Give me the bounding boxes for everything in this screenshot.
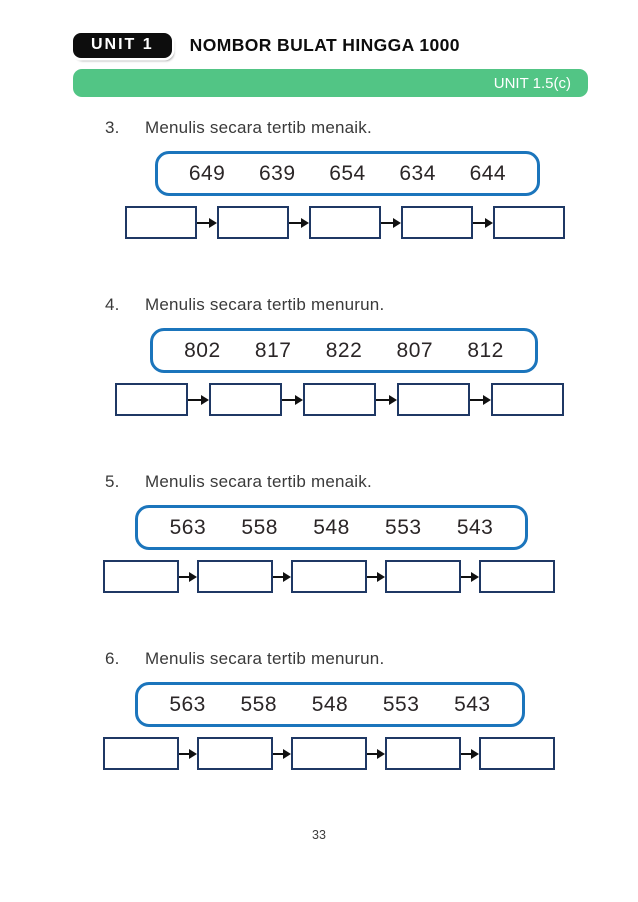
exercise-instruction: 6. Menulis secara tertib menurun. bbox=[105, 649, 638, 669]
instruction-text: Menulis secara tertib menaik. bbox=[145, 118, 372, 137]
answer-box[interactable] bbox=[479, 560, 555, 593]
arrow-right-icon bbox=[461, 737, 479, 770]
answer-box[interactable] bbox=[197, 737, 273, 770]
pool-number: 654 bbox=[329, 161, 366, 185]
arrow-right-icon bbox=[367, 560, 385, 593]
page-number: 33 bbox=[312, 828, 326, 842]
arrow-right-icon bbox=[289, 206, 309, 239]
exercise-instruction: 5. Menulis secara tertib menaik. bbox=[105, 472, 638, 492]
pool-number: 634 bbox=[399, 161, 436, 185]
exercise-4: 4. Menulis secara tertib menurun. 802 81… bbox=[0, 295, 638, 416]
page-title: NOMBOR BULAT HINGGA 1000 bbox=[189, 35, 460, 55]
instruction-text: Menulis secara tertib menurun. bbox=[145, 295, 385, 314]
instruction-text: Menulis secara tertib menaik. bbox=[145, 472, 372, 491]
question-number: 3. bbox=[105, 118, 120, 137]
pool-number: 558 bbox=[241, 515, 278, 539]
exercise-5: 5. Menulis secara tertib menaik. 563 558… bbox=[0, 472, 638, 593]
arrow-right-icon bbox=[197, 206, 217, 239]
pool-number: 807 bbox=[396, 338, 434, 362]
answer-box[interactable] bbox=[197, 560, 273, 593]
arrow-right-icon bbox=[273, 560, 291, 593]
pool-number: 822 bbox=[325, 338, 363, 362]
arrow-right-icon bbox=[282, 383, 303, 416]
answer-box[interactable] bbox=[401, 206, 473, 239]
pool-number: 817 bbox=[254, 338, 292, 362]
pool-number: 649 bbox=[188, 161, 226, 185]
answer-box[interactable] bbox=[493, 206, 565, 239]
answer-box[interactable] bbox=[103, 737, 179, 770]
arrow-right-icon bbox=[381, 206, 401, 239]
answer-sequence bbox=[103, 560, 638, 593]
number-pool-box: 649 639 654 634 644 bbox=[155, 151, 540, 196]
number-pool-box: 802 817 822 807 812 bbox=[150, 328, 538, 373]
arrow-right-icon bbox=[179, 560, 197, 593]
pool-number: 558 bbox=[240, 692, 278, 716]
answer-box[interactable] bbox=[385, 560, 461, 593]
question-number: 6. bbox=[105, 649, 120, 668]
answer-box[interactable] bbox=[385, 737, 461, 770]
page-header: UNIT 1 NOMBOR BULAT HINGGA 1000 bbox=[73, 33, 638, 58]
pool-number: 563 bbox=[169, 692, 206, 716]
answer-sequence bbox=[103, 737, 638, 770]
pool-number: 563 bbox=[169, 515, 207, 539]
instruction-text: Menulis secara tertib menurun. bbox=[145, 649, 385, 668]
exercise-3: 3. Menulis secara tertib menaik. 649 639… bbox=[0, 118, 638, 239]
arrow-right-icon bbox=[376, 383, 397, 416]
answer-box[interactable] bbox=[303, 383, 376, 416]
pool-number: 543 bbox=[454, 692, 491, 716]
unit-badge: UNIT 1 bbox=[73, 33, 172, 58]
arrow-right-icon bbox=[473, 206, 493, 239]
number-pool-box: 563 558 548 553 543 bbox=[135, 682, 525, 727]
pool-number: 639 bbox=[259, 161, 296, 185]
exercise-instruction: 4. Menulis secara tertib menurun. bbox=[105, 295, 638, 315]
arrow-right-icon bbox=[470, 383, 491, 416]
answer-box[interactable] bbox=[125, 206, 197, 239]
pool-number: 543 bbox=[456, 515, 494, 539]
arrow-right-icon bbox=[188, 383, 209, 416]
exercise-6: 6. Menulis secara tertib menurun. 563 55… bbox=[0, 649, 638, 770]
arrow-right-icon bbox=[179, 737, 197, 770]
answer-sequence bbox=[125, 206, 638, 239]
pool-number: 548 bbox=[313, 515, 350, 539]
pool-number: 548 bbox=[311, 692, 349, 716]
pool-number: 644 bbox=[469, 161, 507, 185]
question-number: 5. bbox=[105, 472, 120, 491]
question-number: 4. bbox=[105, 295, 120, 314]
arrow-right-icon bbox=[367, 737, 385, 770]
answer-box[interactable] bbox=[209, 383, 282, 416]
answer-box[interactable] bbox=[115, 383, 188, 416]
arrow-right-icon bbox=[461, 560, 479, 593]
answer-box[interactable] bbox=[291, 560, 367, 593]
unit-section-banner: UNIT 1.5(c) bbox=[73, 69, 588, 97]
arrow-right-icon bbox=[273, 737, 291, 770]
answer-box[interactable] bbox=[217, 206, 289, 239]
pool-number: 553 bbox=[385, 515, 422, 539]
answer-box[interactable] bbox=[103, 560, 179, 593]
pool-number: 802 bbox=[184, 338, 221, 362]
answer-box[interactable] bbox=[491, 383, 564, 416]
exercise-list: 3. Menulis secara tertib menaik. 649 639… bbox=[0, 118, 638, 770]
answer-box[interactable] bbox=[291, 737, 367, 770]
exercise-instruction: 3. Menulis secara tertib menaik. bbox=[105, 118, 638, 138]
number-pool-box: 563 558 548 553 543 bbox=[135, 505, 528, 550]
answer-box[interactable] bbox=[479, 737, 555, 770]
answer-box[interactable] bbox=[397, 383, 470, 416]
unit-section-label: UNIT 1.5(c) bbox=[493, 74, 571, 92]
pool-number: 812 bbox=[467, 338, 504, 362]
answer-sequence bbox=[115, 383, 638, 416]
answer-box[interactable] bbox=[309, 206, 381, 239]
pool-number: 553 bbox=[382, 692, 420, 716]
